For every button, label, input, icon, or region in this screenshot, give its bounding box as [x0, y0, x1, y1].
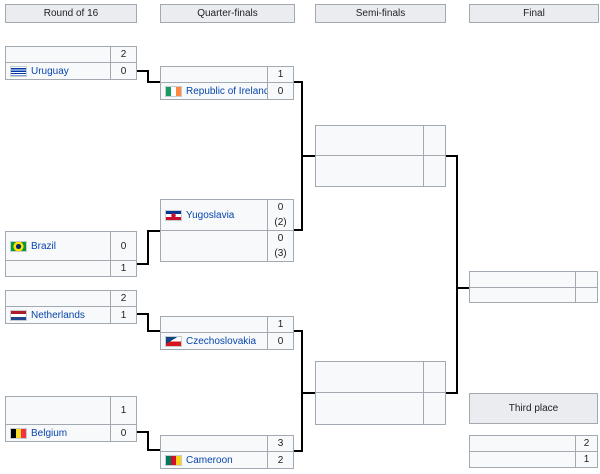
match-r16-1: 2 Uruguay 0: [5, 46, 137, 80]
team-czechoslovakia: Czechoslovakia: [161, 333, 267, 349]
team-belgium: Belgium: [6, 425, 110, 441]
team-slot: [161, 436, 267, 451]
match-sf-2: [315, 361, 446, 425]
penalty-score: (2): [274, 217, 287, 228]
team-brazil: Brazil: [6, 232, 110, 260]
yugoslavia-flag-icon: [165, 209, 182, 221]
score-value: 0: [277, 233, 284, 244]
match-qf-4: 3 Cameroon 2: [160, 435, 294, 469]
team-slot: [161, 317, 267, 332]
team-ireland: Republic of Ireland: [161, 83, 267, 99]
team-yugoslavia: Yugoslavia: [161, 200, 267, 230]
round-header-sf: Semi-finals: [315, 4, 446, 23]
score-cell: 0: [267, 83, 293, 99]
score-cell: [575, 272, 597, 287]
score-cell: 0: [110, 232, 136, 260]
score-cell: [575, 288, 597, 302]
team-slot: [316, 393, 423, 424]
score-cell: 0 (2): [267, 200, 293, 230]
round-header-final: Final: [469, 4, 599, 23]
team-link-netherlands[interactable]: Netherlands: [31, 309, 85, 321]
score-value: 0: [277, 202, 284, 213]
penalty-score: (3): [274, 248, 287, 259]
score-cell: 1: [110, 397, 136, 424]
team-slot: [6, 47, 110, 62]
match-r16-2: Brazil 0 1: [5, 231, 137, 277]
team-slot: [316, 156, 423, 186]
match-qf-2: Yugoslavia 0 (2) 0 (3): [160, 199, 294, 262]
team-slot: [470, 272, 575, 287]
match-sf-1: [315, 125, 446, 187]
team-cameroon: Cameroon: [161, 452, 267, 468]
belgium-flag-icon: [10, 427, 27, 439]
team-netherlands: Netherlands: [6, 307, 110, 323]
team-uruguay: Uruguay: [6, 63, 110, 79]
score-cell: 3: [267, 436, 293, 451]
team-link-czechoslovakia[interactable]: Czechoslovakia: [186, 335, 257, 347]
czechoslovakia-flag-icon: [165, 335, 182, 347]
team-slot: [161, 231, 267, 261]
team-slot: [316, 362, 423, 392]
score-cell: 0: [110, 63, 136, 79]
team-link-yugoslavia[interactable]: Yugoslavia: [186, 209, 235, 221]
round-header-qf: Quarter-finals: [160, 4, 295, 23]
score-cell: 1: [267, 317, 293, 332]
match-third-place: 2 1: [469, 435, 598, 468]
score-cell: [423, 126, 445, 155]
match-r16-3: 2 Netherlands 1: [5, 290, 137, 324]
score-cell: 2: [267, 452, 293, 468]
team-link-brazil[interactable]: Brazil: [31, 240, 57, 252]
team-slot: [6, 397, 110, 424]
team-slot: [470, 452, 575, 467]
team-link-belgium[interactable]: Belgium: [31, 427, 68, 439]
score-cell: 1: [110, 261, 136, 276]
score-cell: 1: [575, 452, 597, 467]
score-cell: 1: [110, 307, 136, 323]
team-link-cameroon[interactable]: Cameroon: [186, 454, 233, 466]
score-cell: 0 (3): [267, 231, 293, 261]
score-cell: 1: [267, 67, 293, 82]
team-slot: [470, 436, 575, 451]
team-link-uruguay[interactable]: Uruguay: [31, 65, 69, 77]
netherlands-flag-icon: [10, 309, 27, 321]
team-slot: [6, 291, 110, 306]
score-cell: 2: [575, 436, 597, 451]
score-cell: [423, 393, 445, 424]
match-qf-1: 1 Republic of Ireland 0: [160, 66, 294, 100]
match-qf-3: 1 Czechoslovakia 0: [160, 316, 294, 350]
team-link-ireland[interactable]: Republic of Ireland: [186, 85, 267, 97]
ireland-flag-icon: [165, 85, 182, 97]
score-cell: 2: [110, 47, 136, 62]
score-cell: [423, 362, 445, 392]
team-slot: [161, 67, 267, 82]
score-cell: 0: [267, 333, 293, 349]
match-final: [469, 271, 598, 303]
uruguay-flag-icon: [10, 65, 27, 77]
score-cell: 2: [110, 291, 136, 306]
score-cell: [423, 156, 445, 186]
brazil-flag-icon: [10, 240, 27, 252]
third-place-header: Third place: [469, 393, 598, 424]
team-slot: [316, 126, 423, 155]
score-cell: 0: [110, 425, 136, 441]
round-header-r16: Round of 16: [5, 4, 137, 23]
team-slot: [6, 261, 110, 276]
cameroon-flag-icon: [165, 454, 182, 466]
team-slot: [470, 288, 575, 302]
match-r16-4: 1 Belgium 0: [5, 396, 137, 442]
